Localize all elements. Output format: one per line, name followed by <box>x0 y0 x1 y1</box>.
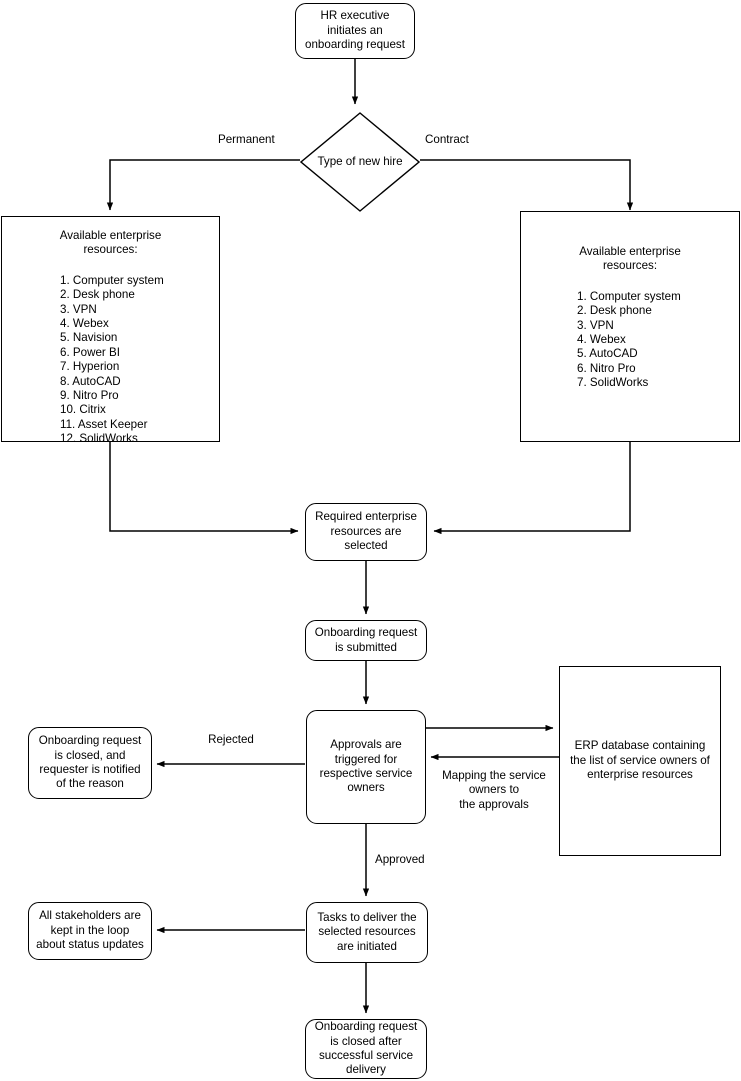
list-item: 6. Nitro Pro <box>577 361 636 375</box>
diamond-shape <box>300 112 420 212</box>
edge-contract-to-selected <box>433 442 631 535</box>
node-request-submitted-label: Onboarding request is submitted <box>314 626 418 654</box>
node-start-label: HR executive initiates an onboarding req… <box>305 9 405 52</box>
edge-permanent-to-selected <box>109 442 299 535</box>
list-item: 11. Asset Keeper <box>60 417 148 431</box>
list-item: 12. SolidWorks <box>60 432 138 446</box>
permanent-resources-list: 1. Computer system 2. Desk phone 3. VPN … <box>2 274 219 447</box>
list-item: 3. VPN <box>60 302 97 316</box>
list-item: 2. Desk phone <box>577 304 652 318</box>
list-item: 1. Computer system <box>577 289 681 303</box>
node-approvals[interactable]: Approvals are triggered for respective s… <box>306 710 426 824</box>
node-rejected-closed[interactable]: Onboarding request is closed, and reques… <box>28 727 152 799</box>
contract-resources-list: 1. Computer system 2. Desk phone 3. VPN … <box>521 290 739 391</box>
node-stakeholders-label: All stakeholders are kept in the loop ab… <box>36 909 144 952</box>
list-item: 1. Computer system <box>60 273 164 287</box>
list-item: 7. Hyperion <box>60 360 120 374</box>
list-item: 5. Navision <box>60 331 118 345</box>
node-decision-label: Type of new hire <box>317 155 403 168</box>
list-item: 9. Nitro Pro <box>60 389 119 403</box>
node-resources-selected[interactable]: Required enterprise resources are select… <box>305 503 427 561</box>
node-contract-resources[interactable]: Available enterprise resources: 1. Compu… <box>520 211 740 442</box>
list-item: 4. Webex <box>60 317 109 331</box>
node-closed-after-delivery-label: Onboarding request is closed after succe… <box>314 1020 418 1077</box>
edge-label-contract: Contract <box>425 133 469 146</box>
edge-label-rejected: Rejected <box>208 733 254 746</box>
node-start[interactable]: HR executive initiates an onboarding req… <box>295 3 415 59</box>
node-decision[interactable]: Type of new hire <box>300 112 420 212</box>
list-item: 4. Webex <box>577 333 626 347</box>
node-resources-selected-label: Required enterprise resources are select… <box>315 510 417 553</box>
node-erp-database[interactable]: ERP database containing the list of serv… <box>559 666 721 856</box>
list-item: 6. Power BI <box>60 345 120 359</box>
node-tasks-initiated-label: Tasks to deliver the selected resources … <box>317 910 417 953</box>
edge-label-approved: Approved <box>375 853 425 866</box>
list-item: 3. VPN <box>577 318 614 332</box>
node-permanent-resources[interactable]: Available enterprise resources: 1. Compu… <box>1 216 220 445</box>
permanent-resources-heading: Available enterprise resources: <box>59 229 162 257</box>
edge-label-permanent: Permanent <box>218 133 275 146</box>
node-request-submitted[interactable]: Onboarding request is submitted <box>305 620 427 661</box>
node-tasks-initiated[interactable]: Tasks to deliver the selected resources … <box>306 902 428 963</box>
list-item: 10. Citrix <box>60 403 106 417</box>
list-item: 7. SolidWorks <box>577 376 649 390</box>
node-stakeholders[interactable]: All stakeholders are kept in the loop ab… <box>28 902 152 960</box>
contract-resources-heading: Available enterprise resources: <box>579 245 681 273</box>
node-rejected-closed-label: Onboarding request is closed, and reques… <box>38 734 142 791</box>
node-erp-database-label: ERP database containing the list of serv… <box>570 739 710 782</box>
edge-decision-to-contract <box>420 159 634 211</box>
list-item: 2. Desk phone <box>60 288 135 302</box>
edge-label-mapping: Mapping the service owners to the approv… <box>442 769 546 811</box>
edge-decision-to-permanent <box>106 159 300 211</box>
list-item: 5. AutoCAD <box>577 347 638 361</box>
node-approvals-label: Approvals are triggered for respective s… <box>319 738 413 795</box>
list-item: 8. AutoCAD <box>60 374 121 388</box>
node-closed-after-delivery[interactable]: Onboarding request is closed after succe… <box>305 1019 427 1079</box>
